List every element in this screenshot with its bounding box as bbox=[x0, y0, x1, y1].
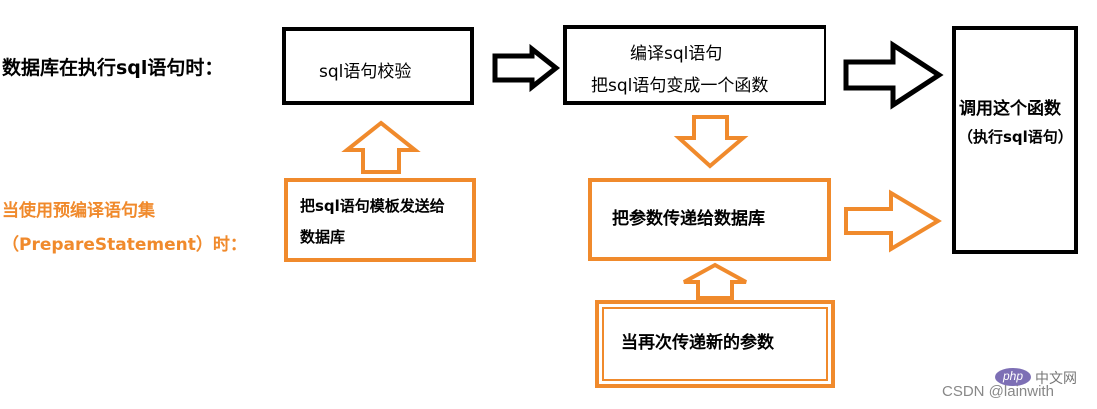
csdn-watermark: CSDN @lainwith bbox=[942, 383, 1054, 400]
call-line1: 调用这个函数 bbox=[959, 99, 1061, 119]
compile-box: 编译sql语句 把sql语句变成一个函数 bbox=[563, 25, 826, 105]
pass-params-box: 把参数传递给数据库 bbox=[588, 178, 831, 261]
send-template-line1: 把sql语句模板发送给 bbox=[300, 197, 445, 215]
arrow-up-orange-2 bbox=[683, 262, 747, 300]
pass-new-params-text: 当再次传递新的参数 bbox=[621, 333, 774, 353]
send-template-box: 把sql语句模板发送给 数据库 bbox=[284, 178, 476, 262]
arrow-right-black-2 bbox=[843, 40, 944, 110]
compile-line1: 编译sql语句 bbox=[630, 44, 723, 64]
pass-new-params-box: 当再次传递新的参数 bbox=[595, 300, 835, 388]
arrow-up-orange-1 bbox=[341, 120, 421, 174]
pass-params-text: 把参数传递给数据库 bbox=[612, 209, 765, 229]
db-exec-label: 数据库在执行sql语句时： bbox=[2, 57, 224, 79]
send-template-line2: 数据库 bbox=[300, 228, 346, 246]
call-function-box: 调用这个函数 （执行sql语句） bbox=[952, 26, 1078, 254]
prepared-label-line1: 当使用预编译语句集 bbox=[2, 201, 155, 221]
arrow-down-orange bbox=[673, 115, 749, 169]
php-logo-text: php bbox=[1003, 369, 1024, 383]
call-line2: （执行sql语句） bbox=[958, 128, 1073, 146]
arrow-right-orange bbox=[844, 189, 942, 253]
compile-line2: 把sql语句变成一个函数 bbox=[591, 76, 769, 96]
sql-check-text: sql语句校验 bbox=[319, 62, 412, 82]
sql-check-box: sql语句校验 bbox=[282, 27, 474, 105]
pass-new-params-inner-border bbox=[602, 307, 828, 381]
prepared-label-line2: （PrepareStatement）时： bbox=[2, 235, 247, 255]
php-site-text: 中文网 bbox=[1035, 371, 1077, 387]
arrow-right-black-1 bbox=[492, 43, 561, 93]
php-logo: php bbox=[995, 368, 1031, 386]
